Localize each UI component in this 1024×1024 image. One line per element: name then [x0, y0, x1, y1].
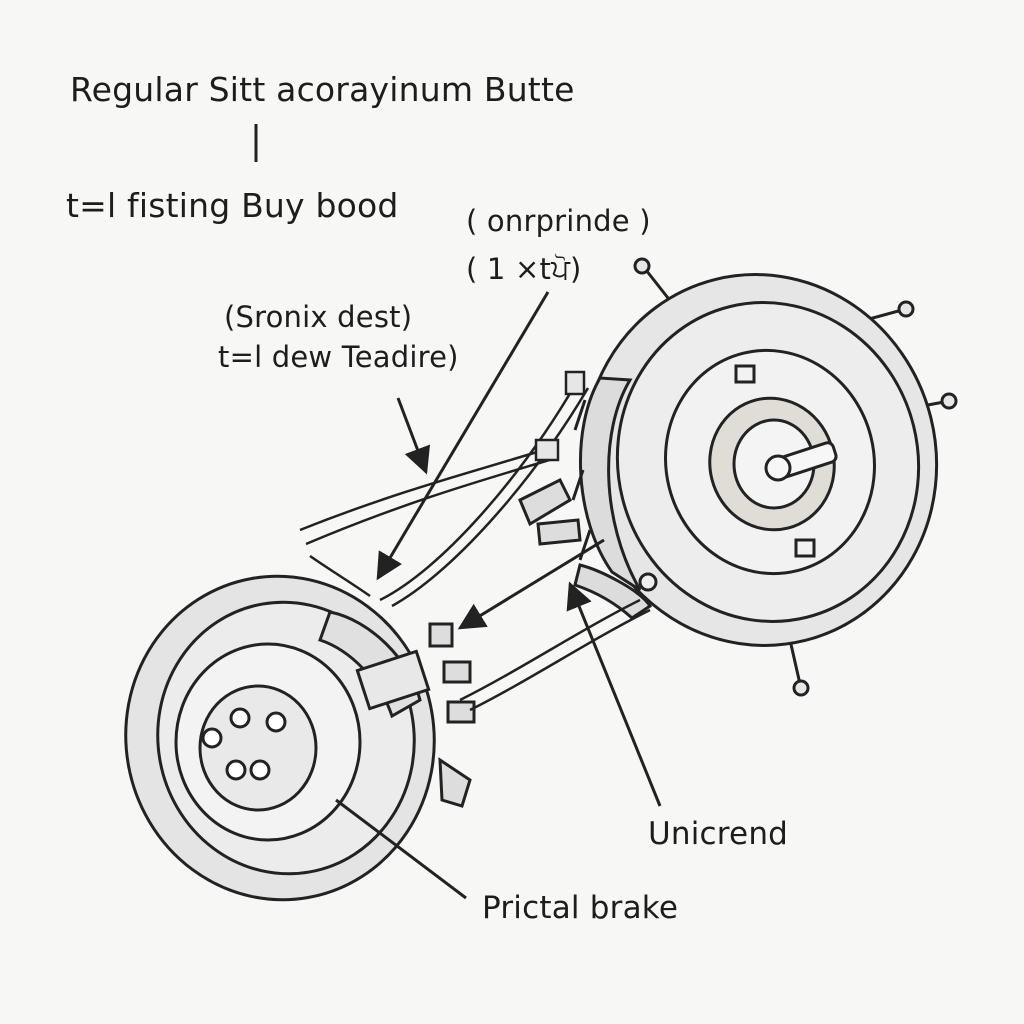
callout-bottom: Prictal brake: [482, 890, 679, 926]
rear-brake-disc-icon: [124, 574, 476, 902]
leader-arrow-icon: [335, 291, 662, 900]
diagram-title: Regular Sitt acorayinum Butte: [70, 70, 575, 109]
callout-left-line1: (Sronix dest): [224, 300, 413, 334]
diagram-subtitle: t=l fisting Buy bood: [66, 186, 399, 225]
front-brake-drum-icon: [518, 257, 958, 697]
callout-top-center-line1: ( onrprinde ): [466, 204, 651, 238]
callout-left-line2: t=l dew Teadire): [218, 340, 459, 374]
callout-top-center-line2: ( 1 ×tਪੋ): [466, 252, 582, 286]
callout-right-bottom: Unicrend: [648, 816, 789, 852]
